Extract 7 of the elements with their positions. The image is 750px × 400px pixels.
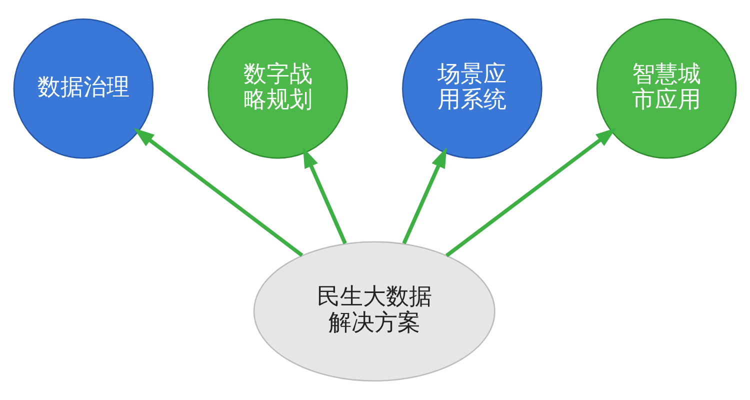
arrow (134, 128, 304, 257)
node-circle: 场景应用系统 (402, 18, 542, 159)
arrow (402, 147, 447, 244)
arrow (302, 147, 347, 244)
arrow (445, 128, 616, 258)
node-ellipse: 民生大数据解决方案 (253, 241, 496, 382)
node-circle: 数字战略规划 (208, 18, 348, 159)
